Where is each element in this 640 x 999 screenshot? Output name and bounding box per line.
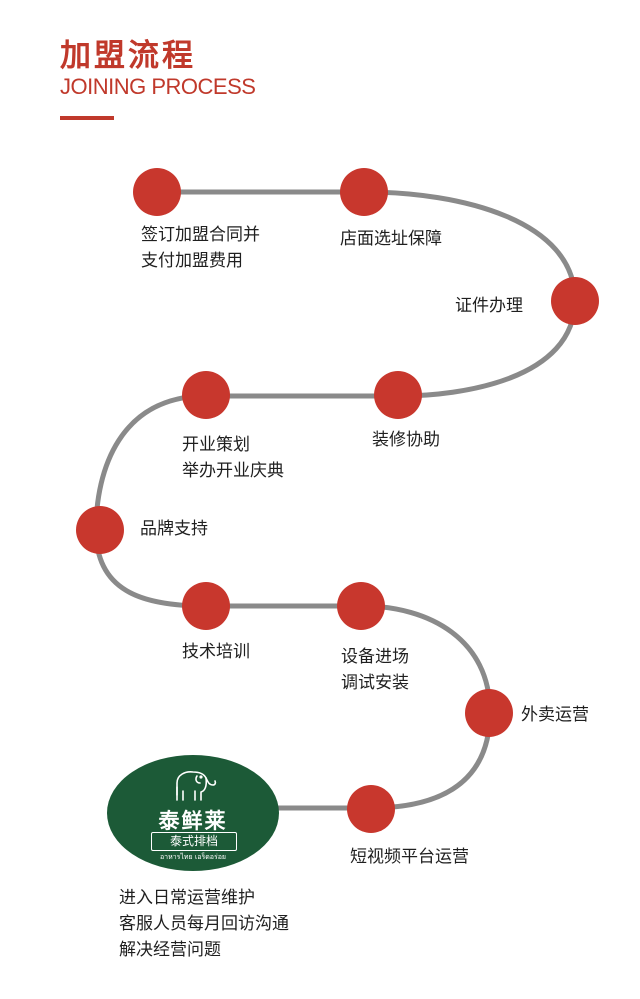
brand-logo: 泰鲜莱 泰式排档 อาหารไทย เอร็ดอร่อย	[107, 755, 279, 871]
page-subtitle: JOINING PROCESS	[60, 74, 256, 99]
title-underline	[60, 116, 114, 120]
step-label-4: 装修协助	[372, 427, 440, 453]
step-label-line: 调试安装	[341, 673, 409, 693]
step-dot-6	[76, 506, 124, 554]
final-step-line: 解决经营问题	[119, 940, 221, 960]
final-step-line: 客服人员每月回访沟通	[119, 914, 289, 934]
step-label-10: 短视频平台运营	[350, 844, 469, 870]
step-label-3: 证件办理	[455, 293, 523, 319]
step-dot-9	[465, 689, 513, 737]
step-label-2: 店面选址保障	[340, 226, 442, 252]
step-dot-1	[133, 168, 181, 216]
step-label-line: 开业策划	[182, 435, 250, 455]
logo-name: 泰鲜莱	[158, 808, 228, 833]
final-step-label: 进入日常运营维护 客服人员每月回访沟通 解决经营问题	[119, 885, 289, 963]
page-title: 加盟流程	[60, 38, 196, 74]
step-dot-2	[340, 168, 388, 216]
step-dot-5	[182, 371, 230, 419]
step-label-line: 品牌支持	[140, 519, 208, 539]
step-dot-4	[374, 371, 422, 419]
step-label-7: 技术培训	[182, 639, 250, 665]
step-label-line: 店面选址保障	[340, 229, 442, 249]
logo-thai-text: อาหารไทย เอร็ดอร่อย	[159, 853, 227, 861]
step-dot-7	[182, 582, 230, 630]
step-label-line: 设备进场	[341, 647, 409, 667]
step-label-line: 证件办理	[455, 296, 523, 316]
logo-subtitle: 泰式排档	[151, 832, 237, 851]
step-dot-3	[551, 277, 599, 325]
step-label-8: 设备进场 调试安装	[341, 644, 409, 696]
step-label-line: 支付加盟费用	[141, 251, 243, 271]
step-label-1: 签订加盟合同并 支付加盟费用	[141, 222, 260, 274]
step-label-5: 开业策划 举办开业庆典	[182, 432, 284, 484]
step-label-6: 品牌支持	[140, 516, 208, 542]
step-label-9: 外卖运营	[521, 702, 589, 728]
step-label-line: 技术培训	[182, 642, 250, 662]
elephant-icon	[176, 771, 217, 801]
step-label-line: 短视频平台运营	[350, 847, 469, 867]
step-label-line: 举办开业庆典	[182, 461, 284, 481]
step-label-line: 装修协助	[372, 430, 440, 450]
step-label-line: 外卖运营	[521, 705, 589, 725]
step-dot-10	[347, 785, 395, 833]
step-label-line: 签订加盟合同并	[141, 225, 260, 245]
final-step-line: 进入日常运营维护	[119, 888, 255, 908]
step-dot-8	[337, 582, 385, 630]
